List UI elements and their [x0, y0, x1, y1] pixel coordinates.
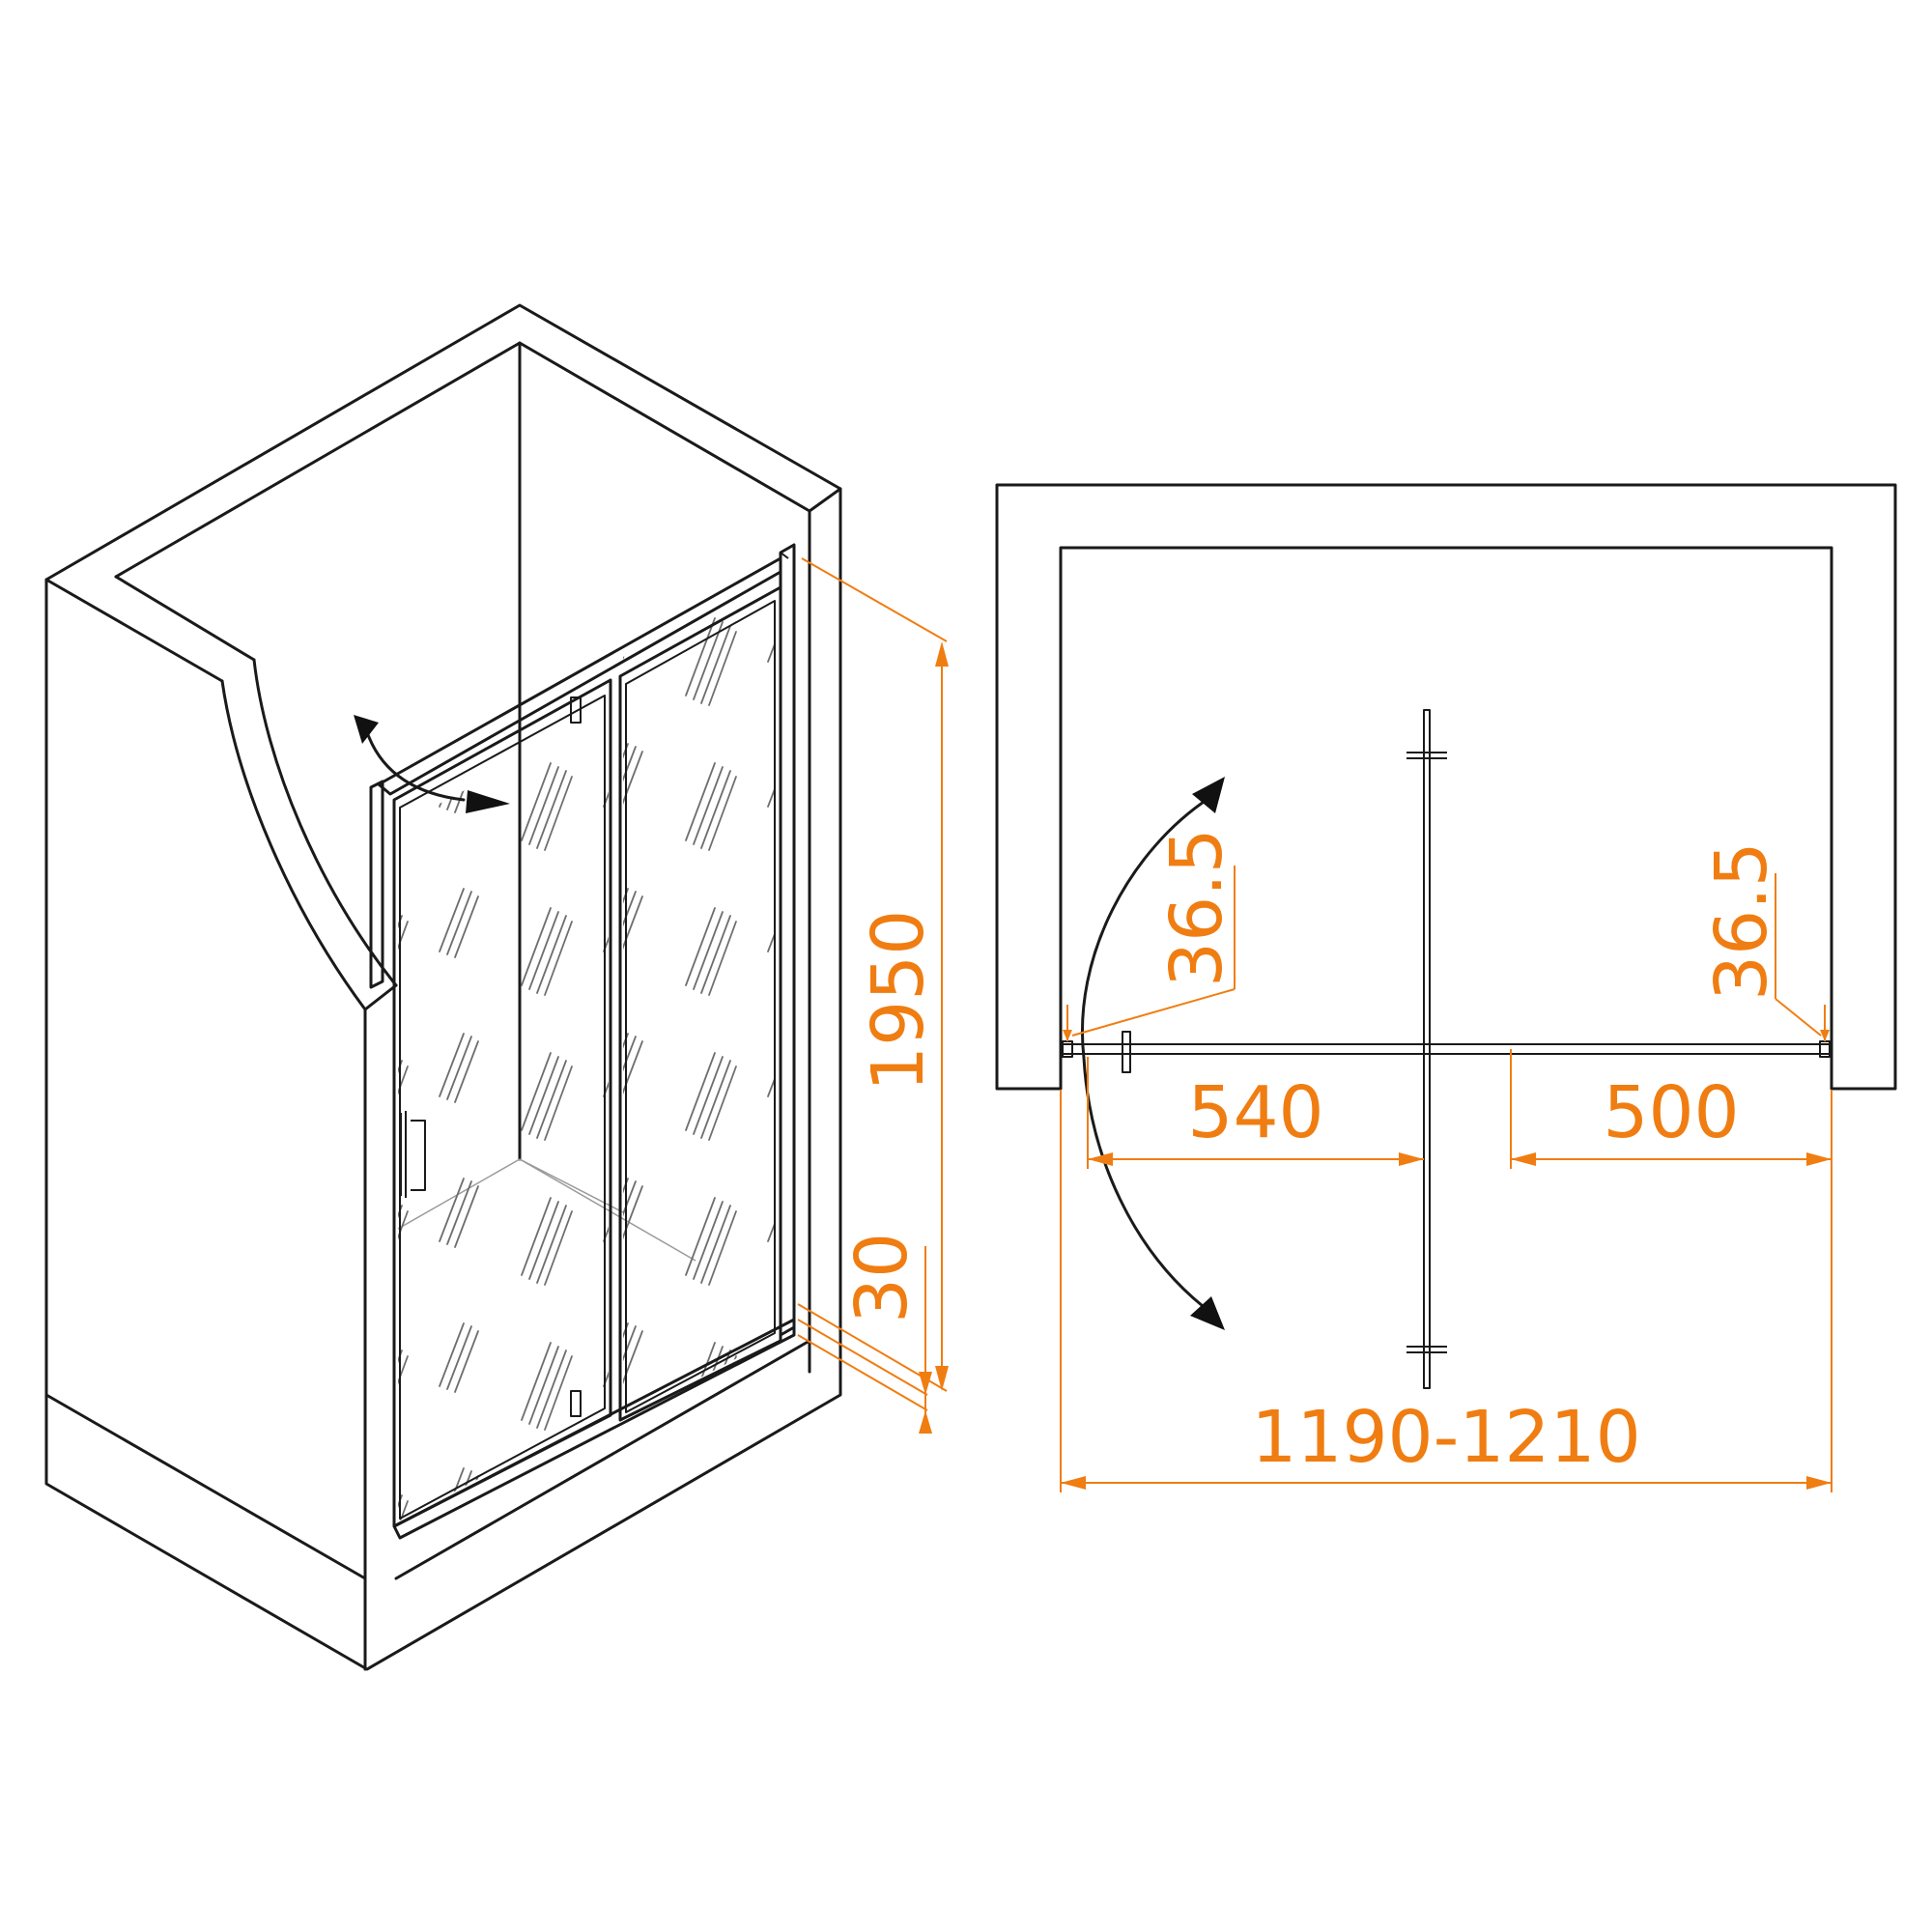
swing-arrow-bottom: [1190, 1296, 1225, 1330]
left-wall-cut-outer-curve: [220, 679, 367, 1011]
enclosure-outline: [44, 303, 842, 1671]
swing-arc-path: [1081, 796, 1211, 1308]
lower-hinge: [570, 1390, 582, 1417]
plinth-line-left: [44, 1393, 367, 1580]
fixed-panel-label: 500: [1603, 1071, 1739, 1154]
swing-arrow-top: [1192, 777, 1225, 813]
left-wall-cut-end: [363, 983, 398, 1011]
door-swing-indicator: [354, 715, 510, 813]
swing-arrowhead-out: [354, 715, 379, 744]
height-label: 1950: [857, 910, 940, 1092]
tray-dimension: 30: [797, 1233, 932, 1434]
fixed-panel-inner: [625, 600, 776, 1413]
left-wall-cut-inner-curve: [252, 658, 398, 987]
door-opening-dimension: 540: [1087, 1057, 1424, 1169]
total-width-label: 1190-1210: [1251, 1396, 1640, 1479]
isometric-view: 1950 30: [44, 303, 949, 1671]
wall-enclosure: [44, 303, 842, 1671]
plan-glass-line: [1060, 1031, 1833, 1073]
plan-door-open-position: [1406, 709, 1447, 1389]
fixed-glass-pattern: [623, 578, 776, 1418]
plan-door-handle: [1122, 1031, 1131, 1073]
door-glass-pattern: [398, 713, 609, 1521]
total-width-dimension: 1190-1210: [1060, 1090, 1832, 1492]
shower-door: [369, 543, 796, 1540]
bottom-threshold: [392, 1318, 796, 1540]
plan-swing-arc: [1081, 777, 1225, 1330]
right-wall-top-cap: [808, 487, 842, 513]
right-profile-label: 36.5: [1700, 841, 1783, 1001]
plan-view: 36.5 36.5 540 500: [995, 483, 1897, 1492]
left-wall-top-outer: [44, 578, 224, 683]
left-profile-dimension: 36.5: [1063, 828, 1238, 1041]
left-profile-label: 36.5: [1155, 828, 1238, 987]
plinth-line-front: [394, 1339, 811, 1580]
door-leaf-inner: [399, 695, 606, 1520]
back-top-edge: [114, 341, 811, 579]
fixed-panel-dimension: 500: [1510, 1049, 1833, 1492]
door-leaf-open: [1423, 709, 1431, 1389]
door-handle: [400, 1111, 426, 1198]
tray-height-label: 30: [840, 1233, 923, 1323]
wall-profile-left: [369, 780, 384, 989]
door-opening-label: 540: [1187, 1071, 1323, 1154]
right-profile-dimension: 36.5: [1700, 841, 1830, 1041]
glass-rail: [1060, 1043, 1833, 1055]
swing-arc: [365, 730, 466, 802]
wall-profile-right: [779, 543, 796, 1337]
upper-hinge: [570, 696, 582, 724]
plan-walls: [995, 483, 1897, 1091]
swing-arrowhead-in: [466, 790, 510, 813]
height-dimension: 1950: [797, 557, 949, 1392]
left-wall-top-inner: [114, 575, 256, 662]
